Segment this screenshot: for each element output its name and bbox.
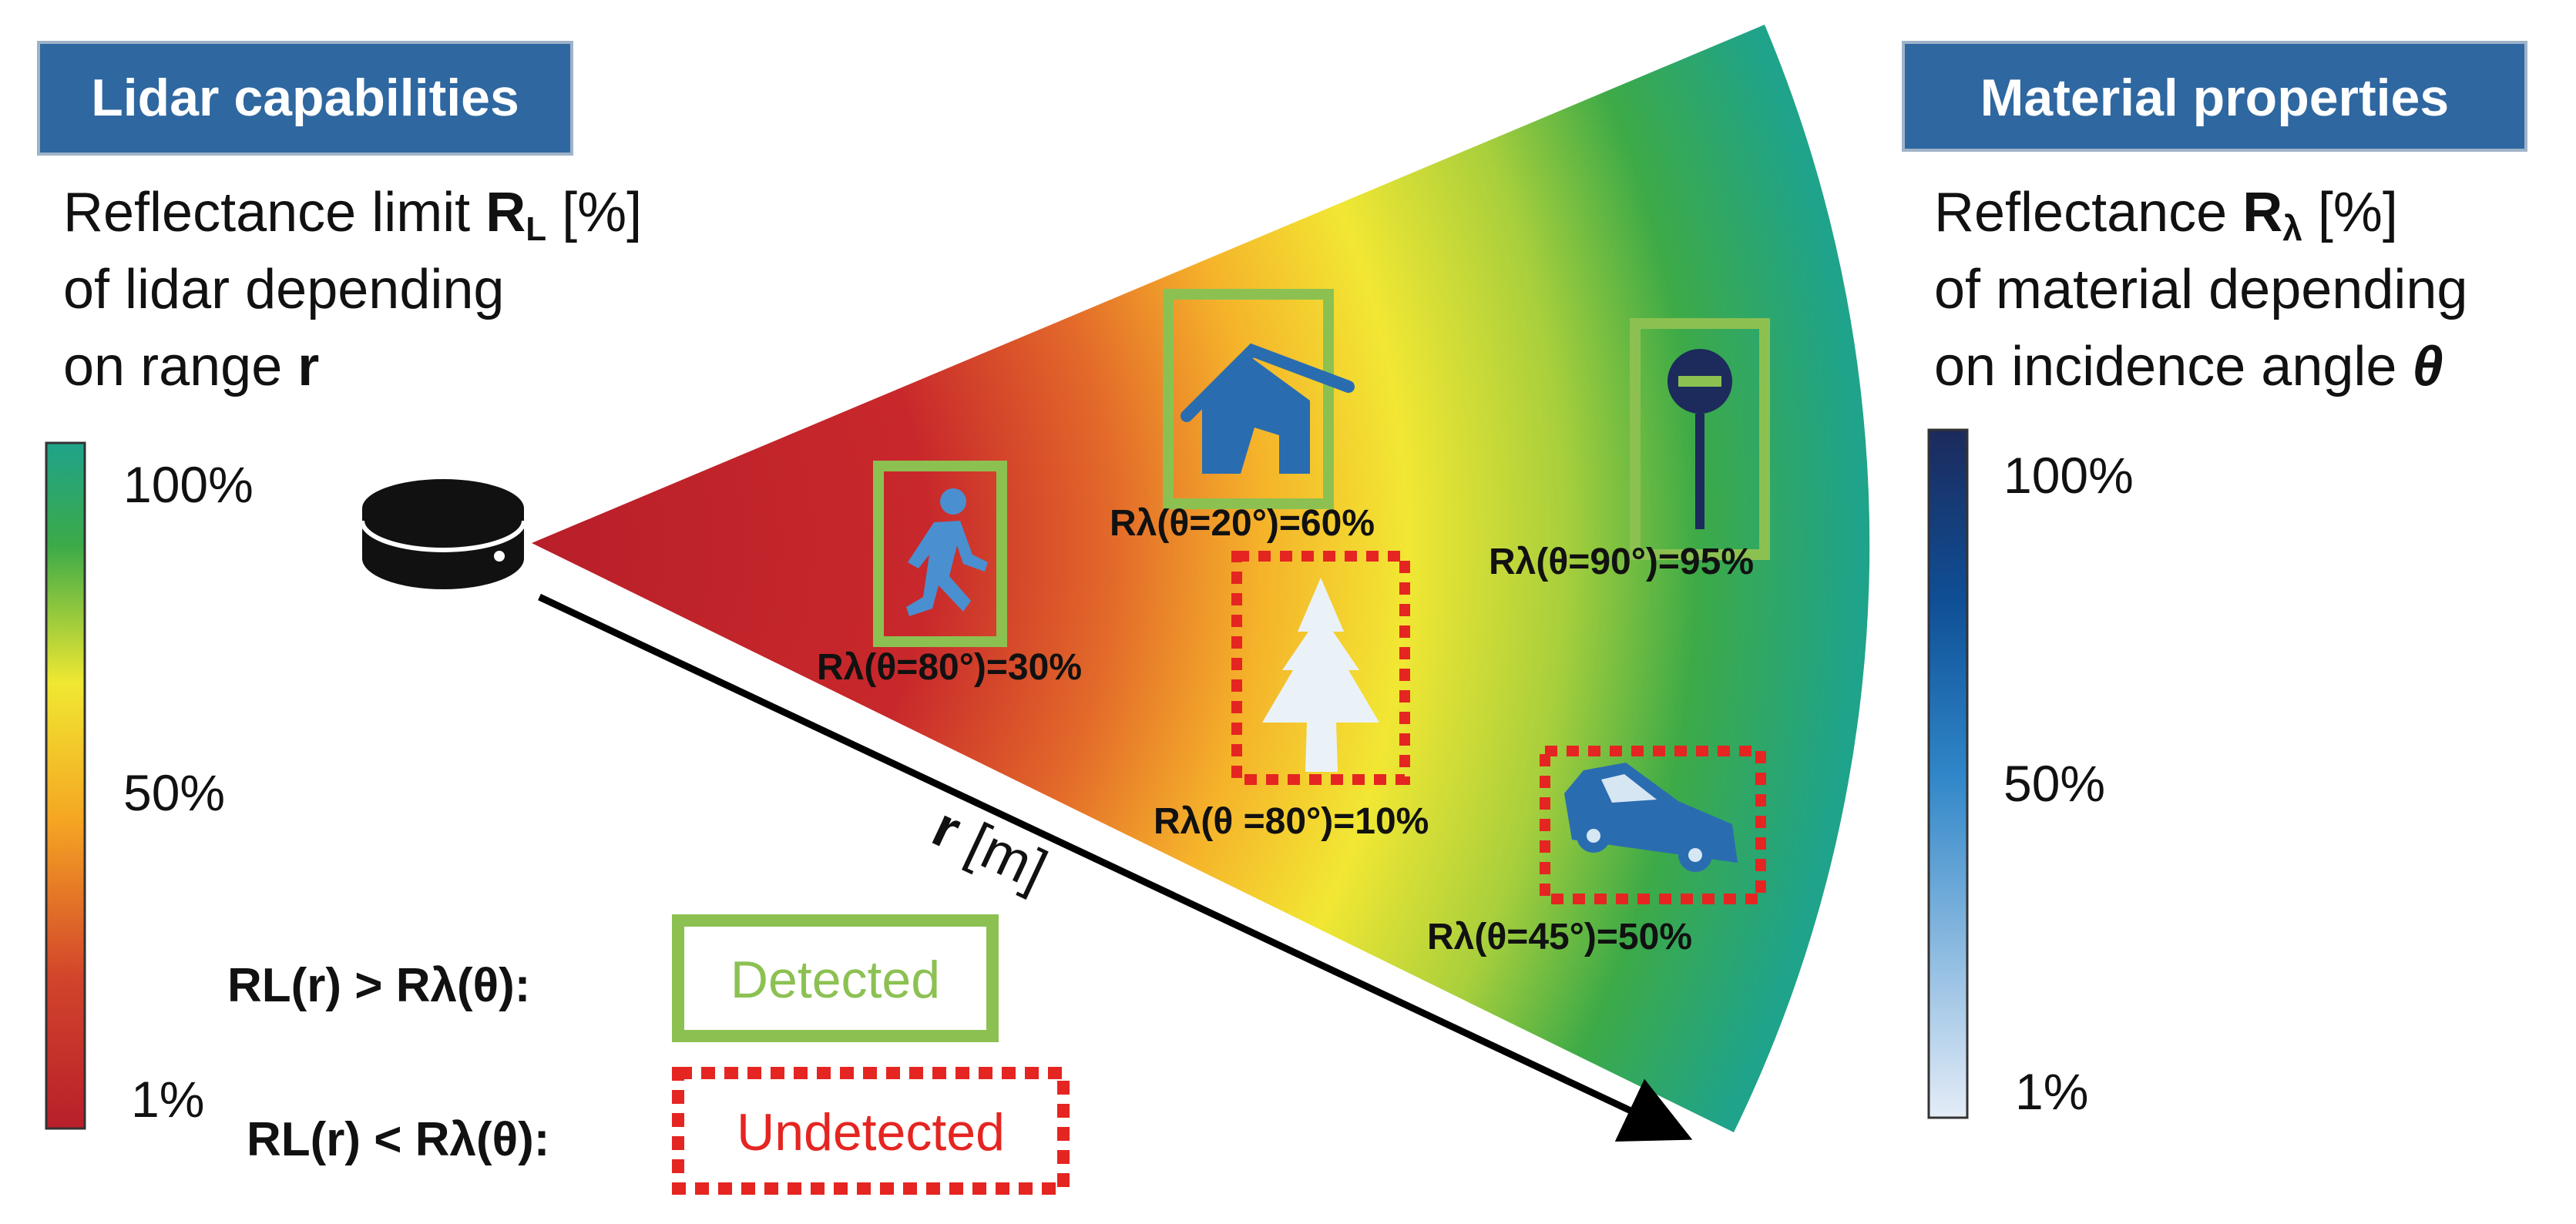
house-icon <box>1181 343 1355 474</box>
material-desc-line3: on incidence angle θ <box>1934 336 2443 397</box>
lidar-scale-top: 100% <box>123 456 254 513</box>
sign-detected-box <box>1630 318 1770 560</box>
legend-detected-condition: RL(r) > Rλ(θ): <box>227 959 530 1012</box>
legend-undetected-label: Undetected <box>737 1103 1005 1162</box>
lidar-field-of-view <box>532 25 1870 1132</box>
lidar-header-title: Lidar capabilities <box>91 69 519 127</box>
tree-undetected-box <box>1231 551 1410 785</box>
material-header-title: Material properties <box>1980 69 2449 127</box>
material-scale-bottom: 1% <box>2015 1063 2088 1120</box>
pedestrian-reflectance-label: Rλ(θ=80°)=30% <box>817 647 1082 688</box>
material-desc-line1: Reflectance Rλ [%] <box>1934 182 2398 248</box>
house-detected-box <box>1163 289 1334 509</box>
lidar-scale-mid: 50% <box>123 764 225 821</box>
tree-reflectance-label: Rλ(θ =80°)=10% <box>1154 801 1429 842</box>
lidar-sensor-icon <box>360 479 526 589</box>
legend-undetected-condition: RL(r) < Rλ(θ): <box>247 1113 549 1166</box>
legend-detected-label: Detected <box>730 951 940 1009</box>
car-icon <box>1564 763 1738 872</box>
lidar-scale-bottom: 1% <box>131 1071 204 1128</box>
tree-icon <box>1262 578 1379 772</box>
range-axis-arrow <box>538 593 1693 1142</box>
car-undetected-box <box>1540 746 1766 904</box>
material-scale-mid: 50% <box>2003 755 2105 812</box>
lidar-desc-line3: on range r <box>63 336 319 397</box>
pedestrian-icon <box>906 488 988 616</box>
material-reflectance-colorbar <box>1927 428 1969 1119</box>
lidar-desc-line2: of lidar depending <box>63 259 504 320</box>
legend-undetected-box <box>672 1067 1070 1195</box>
material-desc-line2: of material depending <box>1934 259 2467 320</box>
lidar-range-colorbar <box>45 441 86 1130</box>
lidar-desc-line1: Reflectance limit RL [%] <box>63 182 642 248</box>
car-reflectance-label: Rλ(θ=45°)=50% <box>1427 917 1692 957</box>
material-scale-top: 100% <box>2003 447 2134 504</box>
sign-reflectance-label: Rλ(θ=90°)=95% <box>1489 542 1754 582</box>
material-header-box <box>1902 41 2527 152</box>
house-reflectance-label: Rλ(θ=20°)=60% <box>1110 503 1375 544</box>
legend-detected-box <box>672 914 999 1042</box>
lidar-header-box <box>37 41 573 156</box>
road-sign-icon <box>1668 349 1732 529</box>
pedestrian-detected-box <box>873 461 1007 647</box>
